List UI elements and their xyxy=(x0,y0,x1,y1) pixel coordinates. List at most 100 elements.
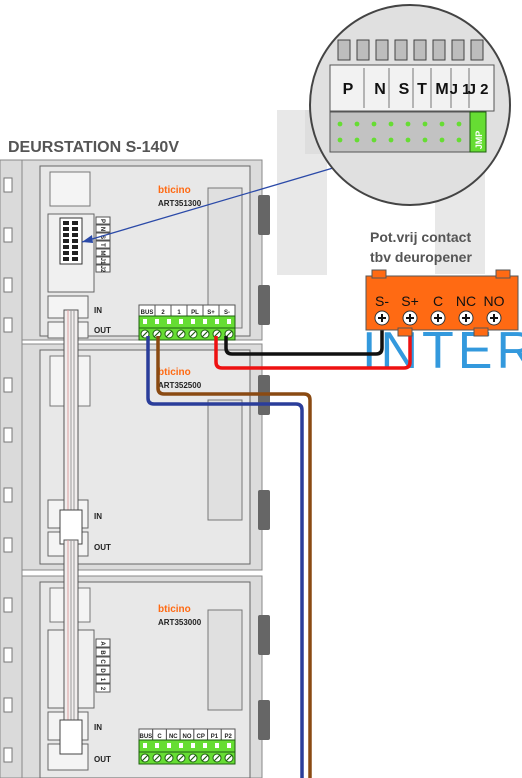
side-label-box xyxy=(95,638,111,648)
contact-title-1: Pot.vrij contact xyxy=(370,229,471,245)
terminal-label: S+ xyxy=(207,310,215,316)
page-title: DEURSTATION S-140V xyxy=(8,139,179,156)
zoom-terminal-label: S xyxy=(399,81,410,98)
terminal-notch xyxy=(432,39,446,61)
side-label: A xyxy=(99,641,105,646)
module3-article: ART353000 xyxy=(158,618,202,627)
side-label-box xyxy=(95,674,111,684)
dip-pin xyxy=(63,245,69,249)
screw-slot xyxy=(213,754,221,762)
jumper-pin xyxy=(422,137,428,143)
terminal-label: 1 xyxy=(177,310,181,316)
terminal-notch xyxy=(451,39,465,61)
side-label-box xyxy=(95,240,111,249)
terminal-label: P1 xyxy=(211,734,219,740)
terminal-notch xyxy=(470,39,484,61)
terminal-slot xyxy=(179,743,183,748)
wire-brown xyxy=(156,336,312,778)
dip-pin xyxy=(72,239,78,243)
screw-slot xyxy=(165,754,173,762)
terminal-slot xyxy=(191,743,195,748)
ribbon-cable xyxy=(59,309,83,755)
contact-terminal-label: C xyxy=(433,293,443,309)
contact-terminal-label: NO xyxy=(484,293,505,309)
terminal-slot xyxy=(191,319,195,324)
wires xyxy=(146,330,412,778)
jumper-pin xyxy=(371,137,377,143)
jumper-pin xyxy=(456,137,462,143)
zoom-terminal-label: P xyxy=(343,81,354,98)
zoom-terminal-label: N xyxy=(374,81,386,98)
terminal-slot xyxy=(227,743,231,748)
side-label-box xyxy=(95,232,111,241)
side-label: P xyxy=(99,219,105,223)
terminal-label: NO xyxy=(183,734,192,740)
zoom-terminal-label: M xyxy=(435,81,448,98)
side-label: J1 xyxy=(99,258,105,265)
terminal-slot xyxy=(227,319,231,324)
terminal-slot xyxy=(215,743,219,748)
module2-article: ART352500 xyxy=(158,381,202,390)
terminal-slot xyxy=(203,743,207,748)
jumper-pin xyxy=(337,121,343,127)
contact-title-2: tbv deuropener xyxy=(370,249,472,265)
dip-pin xyxy=(63,239,69,243)
module3-in-label: IN xyxy=(94,723,102,732)
dip-pin xyxy=(63,251,69,255)
jumper-label-box xyxy=(469,111,487,153)
terminal-slot xyxy=(143,319,147,324)
terminal-label: 2 xyxy=(161,310,165,316)
terminal-label: P2 xyxy=(224,734,232,740)
dip-pin xyxy=(63,221,69,225)
jumper-pin xyxy=(405,137,411,143)
jumper-pin xyxy=(439,137,445,143)
terminal-notch xyxy=(394,39,408,61)
wire-red xyxy=(214,330,412,370)
terminal-label: BUS xyxy=(140,734,153,740)
side-label: N xyxy=(99,227,105,231)
side-label-box xyxy=(95,216,111,225)
wire-black xyxy=(224,330,384,356)
dip-pin xyxy=(72,245,78,249)
screw-slot xyxy=(141,330,149,338)
dip-pin xyxy=(72,257,78,261)
screw-slot xyxy=(165,330,173,338)
side-label: B xyxy=(99,650,105,655)
jumper-pin xyxy=(354,137,360,143)
side-label-box xyxy=(95,656,111,666)
jumper-pin xyxy=(388,137,394,143)
contact-terminal-label: NC xyxy=(456,293,476,309)
side-label: M xyxy=(99,251,105,256)
terminal-slot xyxy=(167,743,171,748)
screw-slot xyxy=(153,330,161,338)
terminal-slot xyxy=(215,319,219,324)
terminal-label: C xyxy=(157,734,162,740)
module3-out-label: OUT xyxy=(94,755,111,764)
side-label-box xyxy=(95,224,111,233)
module1-brand: bticino xyxy=(158,185,191,196)
jumper-label: JMP xyxy=(474,131,484,150)
module1-out-label: OUT xyxy=(94,326,111,335)
jumper-pin xyxy=(456,121,462,127)
screw-slot xyxy=(177,754,185,762)
contact-terminal-label: S+ xyxy=(401,293,419,309)
jumper-pin xyxy=(337,137,343,143)
jumper-pin xyxy=(371,121,377,127)
screw-slot xyxy=(189,754,197,762)
side-label: 1 xyxy=(99,678,105,682)
jumper-pin xyxy=(439,121,445,127)
jumper-pin xyxy=(405,121,411,127)
callout-line xyxy=(81,167,334,243)
terminal-slot xyxy=(203,319,207,324)
screw-slot xyxy=(201,754,209,762)
side-label: D xyxy=(99,668,105,673)
terminal-label: NC xyxy=(169,734,178,740)
screw-slot xyxy=(177,330,185,338)
dip-pin xyxy=(63,227,69,231)
side-label: C xyxy=(99,659,105,664)
zoom-terminal-label: T xyxy=(417,81,427,98)
